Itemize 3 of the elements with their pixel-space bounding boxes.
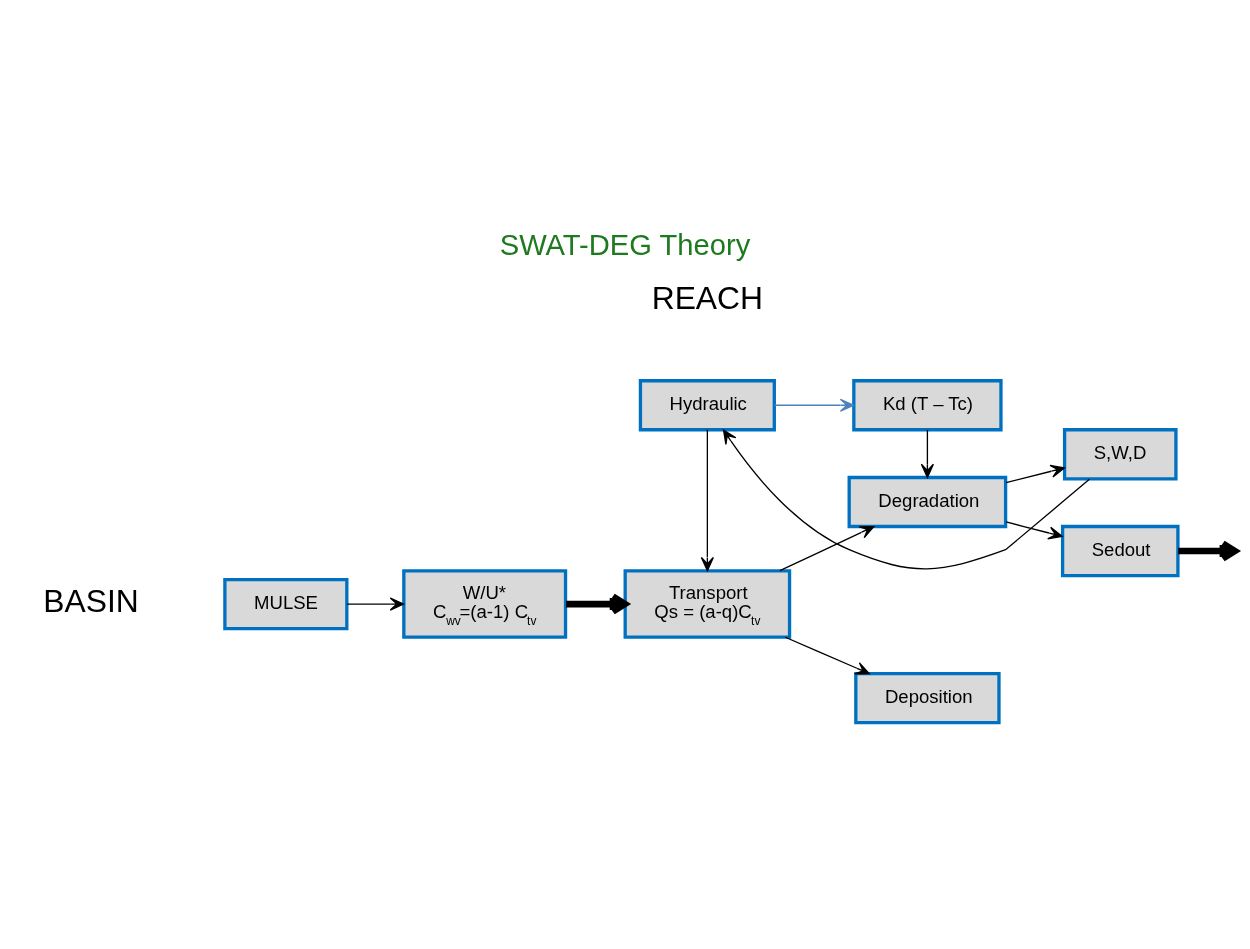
diagram-title: SWAT-DEG Theory	[499, 228, 751, 261]
label: REACH	[651, 279, 764, 316]
label: BASIN	[43, 583, 139, 620]
